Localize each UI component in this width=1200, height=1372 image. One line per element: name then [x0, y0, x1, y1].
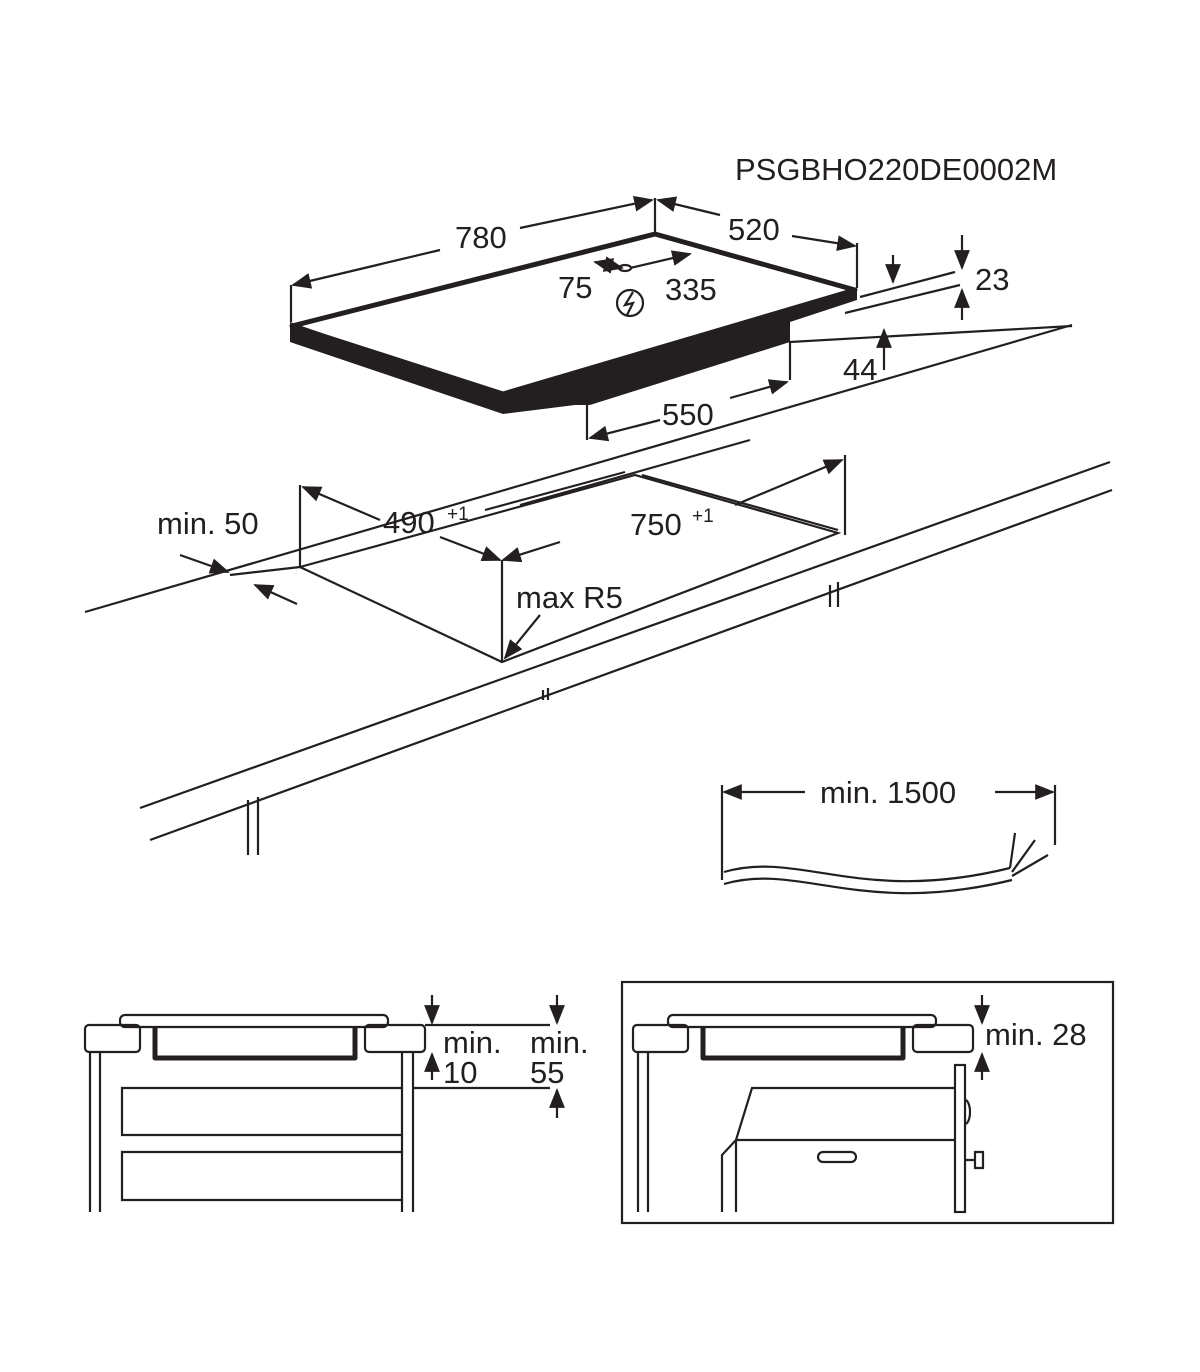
section-drawer: min. 10 min. 55: [83, 995, 589, 1212]
hob-top-surface: [289, 231, 858, 397]
dim-cutout-depth-tol: +1: [447, 504, 469, 525]
cable: min. 1500: [720, 775, 1057, 895]
model-code: PSGBHO220DE0002M: [735, 152, 1057, 187]
electric-icon: [615, 288, 645, 318]
dim-conn-right: 335: [665, 272, 717, 307]
dim-depth: 520: [728, 212, 780, 247]
dim-cutout-depth: 490: [383, 505, 435, 540]
cutout: min. 50 490 +1 750 +1 max R5: [157, 438, 847, 664]
dim-body-width: 550: [662, 397, 714, 432]
dim-cutout-width: 750: [630, 507, 682, 542]
dim-conn-left: 75: [558, 270, 592, 305]
gap-min-28: min. 28: [985, 1017, 1087, 1052]
dim-cable-length: min. 1500: [820, 775, 956, 810]
hob-side-band: [290, 288, 857, 414]
clear-label: min.: [530, 1025, 589, 1060]
gap-value: 10: [443, 1055, 477, 1090]
hob-dimensions: 780 520 75 335 23 44 550: [289, 195, 1073, 442]
dim-min-edge: min. 50: [157, 506, 259, 541]
countertop: [84, 323, 1113, 855]
hob-drawing: [289, 231, 858, 414]
section-oven: min. 28: [620, 980, 1115, 1225]
dim-radius: max R5: [516, 580, 623, 615]
dim-width: 780: [455, 220, 507, 255]
gap-label: min.: [443, 1025, 502, 1060]
dim-cutout-width-tol: +1: [692, 506, 714, 527]
dim-height: 44: [843, 352, 877, 387]
clear-value: 55: [530, 1055, 564, 1090]
dim-thickness: 23: [975, 262, 1009, 297]
